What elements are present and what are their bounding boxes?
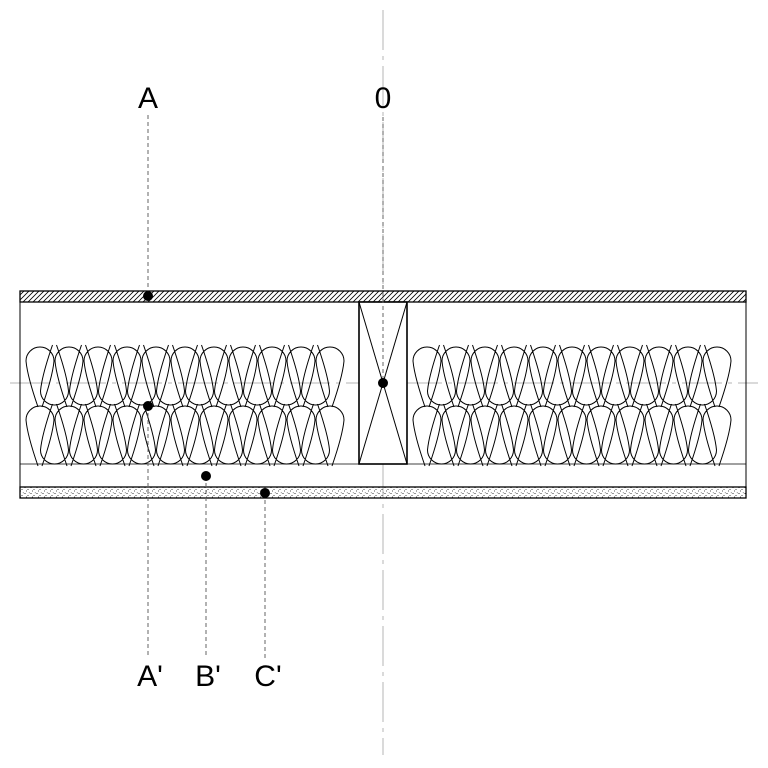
leader-lines xyxy=(147,115,384,658)
measurement-points xyxy=(143,291,388,498)
insulation-row xyxy=(25,344,345,408)
insulation-left xyxy=(25,344,345,467)
point-a-top xyxy=(143,291,153,301)
insulation-right xyxy=(412,344,732,467)
label-c-prime: C' xyxy=(254,660,281,693)
insulation-row xyxy=(412,344,732,408)
label-a-prime: A' xyxy=(137,660,163,693)
insulation-row xyxy=(25,403,345,467)
label-b-prime: B' xyxy=(195,660,221,693)
point-zero xyxy=(378,378,388,388)
insulation-row xyxy=(412,403,732,467)
point-a-prime xyxy=(143,401,153,411)
point-b-prime xyxy=(201,471,211,481)
label-a-top: A xyxy=(138,82,158,115)
point-c-prime xyxy=(260,488,270,498)
bottom-board-speckled xyxy=(19,486,747,499)
label-zero: 0 xyxy=(375,82,392,115)
